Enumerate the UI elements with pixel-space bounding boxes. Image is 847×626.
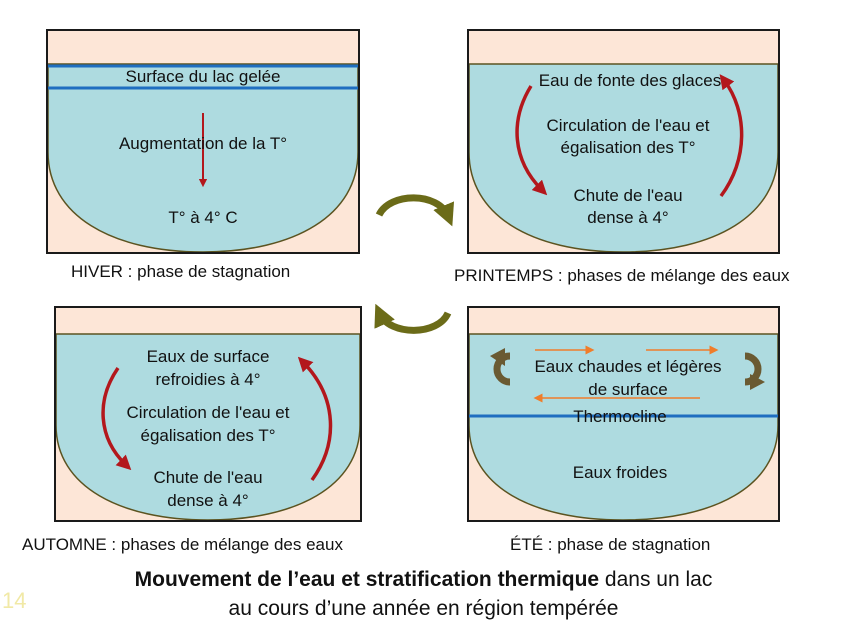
summer-lake-water [468, 333, 779, 521]
autumn-caption: AUTOMNE : phases de mélange des eaux [22, 535, 343, 554]
autumn-middle-label-1: Circulation de l'eau et [126, 403, 290, 422]
autumn-right-circulation-arrow [297, 356, 333, 482]
autumn-bottom-label-1: Chute de l'eau [153, 468, 263, 487]
winter-surface-label: Surface du lac gelée [125, 67, 281, 86]
summer-top-label-2: de surface [588, 380, 668, 399]
autumn-middle-label-2: égalisation des T° [140, 426, 276, 445]
autumn-top-label-2: refroidies à 4° [155, 370, 261, 389]
autumn-bottom-label-2: dense à 4° [167, 491, 249, 510]
summer-left-swirl-icon [493, 352, 511, 386]
winter-middle-label: Augmentation de la T° [118, 134, 288, 153]
figure-title-line-1: Mouvement de l’eau et stratification the… [0, 566, 847, 593]
winter-frame [46, 29, 360, 254]
summer-right-swirl-icon [744, 352, 762, 386]
spring-right-circulation-arrow [719, 74, 744, 198]
summer-frame [467, 306, 780, 522]
summer-bottom-label: Eaux froides [572, 463, 668, 482]
spring-left-circulation-arrow [515, 85, 548, 196]
cycle-arrow-bottom-icon [374, 303, 452, 334]
spring-middle-label-2: égalisation des T° [560, 138, 696, 157]
spring-caption: PRINTEMPS : phases de mélange des eaux [454, 266, 790, 285]
winter-caption: HIVER : phase de stagnation [71, 262, 291, 281]
autumn-frame [54, 306, 362, 522]
winter-panel [46, 29, 360, 254]
summer-left-swirl-head [490, 348, 505, 366]
summer-right-swirl-head [750, 374, 765, 390]
figure-title-bold: Mouvement de l’eau et stratification the… [134, 568, 600, 591]
winter-bottom-label: T° à 4° C [168, 208, 238, 227]
autumn-left-circulation-arrow [101, 367, 132, 471]
spring-lake-water [468, 63, 779, 253]
cycle-arrow-top-icon [375, 194, 455, 227]
autumn-lake-water [55, 333, 361, 521]
spring-bottom-label-1: Chute de l'eau [573, 186, 683, 205]
autumn-panel [54, 306, 362, 522]
summer-panel [467, 306, 780, 522]
summer-caption: ÉTÉ : phase de stagnation [510, 535, 711, 554]
summer-top-label-1: Eaux chaudes et légères [534, 357, 722, 376]
autumn-top-label-1: Eaux de surface [146, 347, 270, 366]
slide-number: 14 [2, 588, 27, 613]
figure-title-rest: dans un lac [599, 568, 713, 591]
figure-title-line-2: au cours d’une année en région tempérée [228, 597, 619, 620]
spring-frame [467, 29, 780, 254]
spring-middle-label-1: Circulation de l'eau et [546, 116, 710, 135]
summer-thermocline-label: Thermocline [573, 407, 667, 426]
spring-panel [467, 29, 780, 254]
spring-top-label: Eau de fonte des glaces [538, 71, 722, 90]
spring-bottom-label-2: dense à 4° [587, 208, 669, 227]
